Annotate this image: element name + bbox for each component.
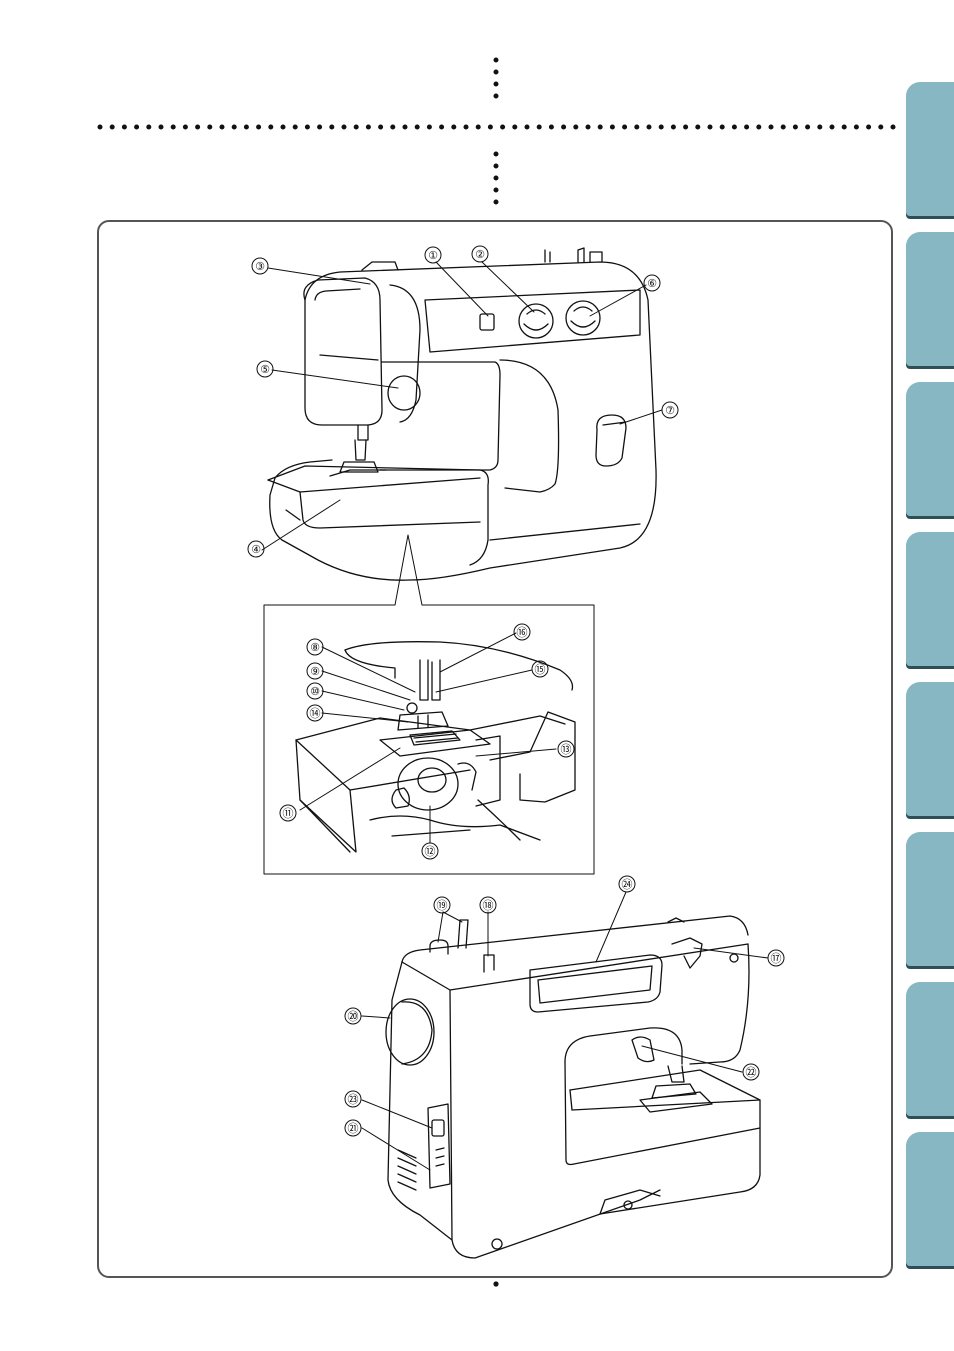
needle-area-detail: [264, 535, 594, 874]
callout-8: ⑧: [310, 641, 320, 654]
callout-19: ⑲: [437, 899, 448, 912]
callout-12: ⑫: [425, 845, 436, 858]
callout-13: ⑬: [561, 743, 572, 756]
callout-3: ③: [255, 260, 265, 273]
callout-22: ㉒: [746, 1066, 757, 1079]
front-view-callouts: [262, 262, 662, 550]
callout-6: ⑥: [647, 277, 657, 290]
callout-20: ⑳: [348, 1010, 359, 1023]
callout-21: ㉑: [348, 1122, 359, 1135]
callout-14: ⑭: [310, 707, 321, 720]
front-view-machine: [268, 248, 656, 580]
callout-11: ⑪: [283, 807, 294, 820]
callout-9: ⑨: [310, 665, 320, 678]
callout-17: ⑰: [771, 952, 782, 965]
callout-15: ⑮: [535, 663, 546, 676]
callout-18: ⑱: [483, 899, 494, 912]
callout-5: ⑤: [260, 363, 270, 376]
rear-view-machine: [386, 916, 760, 1258]
callout-7: ⑦: [665, 404, 675, 417]
callout-1: ①: [428, 249, 438, 262]
callout-10: ⑩: [310, 685, 320, 698]
callout-2: ②: [475, 248, 485, 261]
callout-4: ④: [251, 543, 261, 556]
callout-23: ㉓: [348, 1093, 359, 1106]
callout-16: ⑯: [517, 626, 528, 639]
callout-24: ㉔: [622, 878, 633, 891]
